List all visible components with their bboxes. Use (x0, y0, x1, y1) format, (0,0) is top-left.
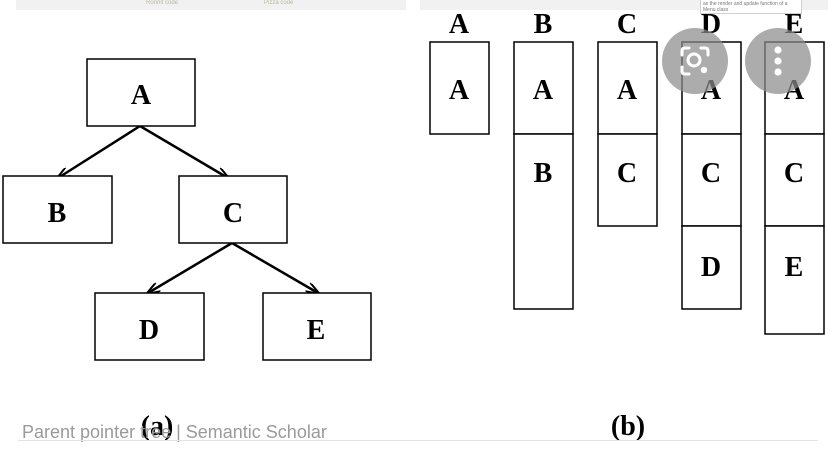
stack-header-a: A (449, 9, 470, 40)
tree-node-e-label: E (307, 315, 326, 346)
stack-c-cell-0-label: A (617, 75, 638, 106)
stack-b-cell-1-label: B (534, 158, 553, 189)
tree-node-c (178, 175, 288, 244)
lens-search-icon (680, 46, 710, 76)
stack-c-cell-0 (597, 41, 658, 135)
tooltip-snippet: as the render and update function of a M… (700, 0, 802, 14)
stack-d-cell-1 (681, 133, 742, 227)
stack-e-cell-2 (764, 225, 825, 335)
stack-b-cell-1 (513, 133, 574, 310)
more-vert-icon (774, 46, 782, 76)
tree-node-b-label: B (48, 198, 67, 229)
stack-a-cell-0-label: A (449, 75, 470, 106)
stack-d-cell-2 (681, 225, 742, 310)
caption-b: (b) (611, 411, 645, 442)
stack-e-cell-2-label: E (785, 252, 804, 283)
top-strip-left: Ronnit code Pizza code (16, 0, 406, 10)
tree-node-e (262, 292, 372, 361)
tree-node-d-label: D (139, 315, 159, 346)
edge-c-d (148, 241, 233, 293)
stack-header-c: C (617, 9, 637, 40)
tree-node-a (86, 58, 196, 127)
footer-divider (18, 440, 818, 441)
stack-a-cell-0 (429, 41, 490, 135)
stack-header-b: B (534, 9, 553, 40)
edge-a-b (58, 124, 141, 178)
lens-search-button[interactable] (662, 28, 728, 94)
top-strip-left-text: Ronnit code (146, 0, 179, 6)
top-strip-right-text: Pizza code (264, 0, 294, 6)
tree-node-b (2, 175, 113, 244)
caption-a: (a) (141, 411, 174, 442)
tree-diagram: A B C D E (a) (2, 58, 372, 442)
footer-ghost-text: Parent pointer tree | Semantic Scholar (22, 422, 327, 442)
edge-a-c (139, 124, 228, 178)
edge-c-e (231, 241, 318, 293)
stack-e-cell-1-label: C (784, 158, 804, 189)
tree-node-a-label: A (131, 80, 152, 111)
stack-c-cell-1 (597, 133, 658, 227)
top-strip-right (420, 0, 828, 10)
stack-c-cell-1-label: C (617, 158, 637, 189)
stack-d-cell-2-label: D (701, 252, 721, 283)
more-options-button[interactable] (745, 28, 811, 94)
stack-d-cell-1-label: C (701, 158, 721, 189)
tree-node-d (94, 292, 205, 361)
tree-node-c-label: C (223, 198, 243, 229)
stack-b-cell-0-label: A (533, 75, 554, 106)
